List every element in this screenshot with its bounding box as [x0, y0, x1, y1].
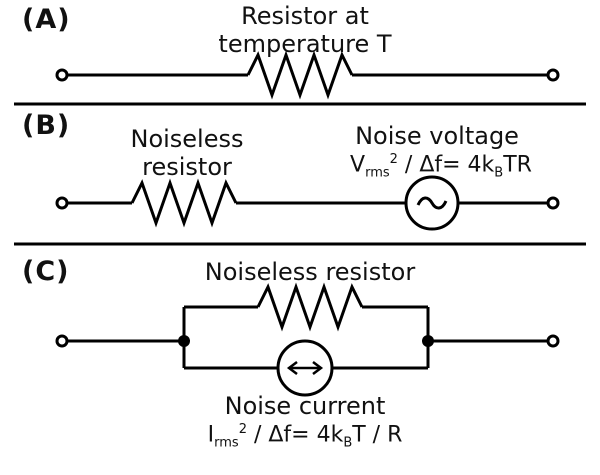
panel-a-resistor-label: Resistor at temperature T	[170, 2, 440, 58]
panel-c-resistor	[256, 282, 364, 332]
panel-c-junction-right	[422, 335, 434, 347]
panel-b-circuit	[55, 175, 560, 231]
arrow-head-left	[286, 361, 298, 375]
panel-a-tag: (A)	[22, 4, 71, 35]
panel-b-resistor-label-line1: Noiseless	[130, 125, 244, 153]
panel-a-resistor	[246, 50, 354, 100]
panel-b-terminal-right	[546, 196, 560, 210]
panel-c-source-label: Noise current	[224, 392, 386, 420]
panel-c-resistor-label: Noiseless resistor	[204, 258, 416, 286]
panel-b-resistor-label: Noiseless resistor	[92, 125, 282, 181]
panel-b-formula-symbol: V	[350, 152, 366, 178]
panel-a-circuit	[55, 50, 560, 100]
panel-c-terminal-left	[55, 334, 69, 348]
panel-c-tag: (C)	[22, 256, 70, 287]
panel-c-circuit	[55, 282, 560, 397]
panel-b-formula-exp: 2	[389, 152, 398, 167]
panel-b-formula-tail: TR	[503, 152, 532, 178]
panel-b-formula: Vrms2 / Δf= 4kBTR	[306, 152, 576, 181]
panel-a-resistor-label-line1: Resistor at	[241, 2, 369, 30]
panel-b-tag: (B)	[22, 110, 71, 141]
panel-c-formula-exp: 2	[238, 422, 247, 437]
panel-b-source-label: Noise voltage	[355, 122, 519, 150]
panel-b-terminal-left	[55, 196, 69, 210]
panel-c-formula-middle: / Δf= 4k	[246, 422, 344, 448]
panel-c-formula-tail: T / R	[352, 422, 403, 448]
panel-c-formula-k-sub: B	[343, 435, 353, 451]
panel-b-formula-middle: / Δf= 4k	[397, 152, 495, 178]
panel-b-resistor	[130, 178, 238, 228]
panel-b-formula-k-sub: B	[494, 165, 504, 181]
panel-c-terminal-right	[546, 334, 560, 348]
panel-b-formula-symbol-sub: rms	[365, 165, 390, 181]
panel-a-resistor-label-line2: temperature T	[218, 30, 392, 58]
panel-b-resistor-label-line2: resistor	[142, 153, 232, 181]
panel-c-formula-symbol-sub: rms	[214, 435, 239, 451]
panel-c-formula-symbol: I	[207, 422, 215, 448]
arrow-head-right	[312, 361, 324, 375]
panel-a-terminal-left	[55, 68, 69, 82]
panel-c-formula: Irms2 / Δf= 4kBT / R	[150, 422, 460, 451]
ac-wave-icon	[416, 196, 448, 210]
panel-c-junction-left	[178, 335, 190, 347]
panel-a-terminal-right	[546, 68, 560, 82]
